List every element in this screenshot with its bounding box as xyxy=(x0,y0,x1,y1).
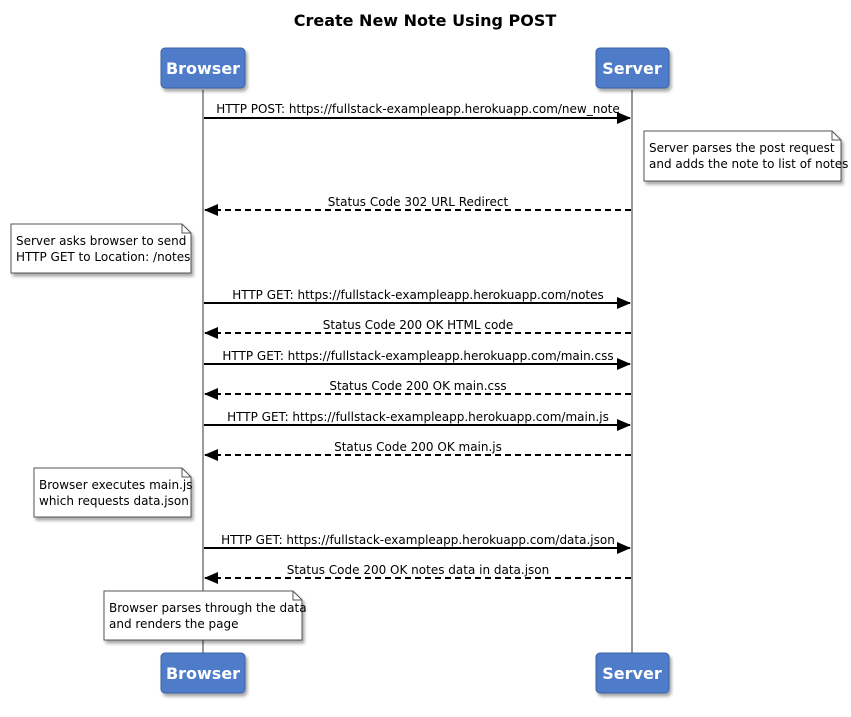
note-1-line-1: Server parses the post request xyxy=(649,141,835,155)
server-actor-top-label: Server xyxy=(602,59,662,78)
server-actor-bottom: Server xyxy=(595,652,670,694)
message-8: Status Code 200 OK main.js xyxy=(204,440,631,461)
note-4-line-1: Browser parses through the data xyxy=(109,601,307,615)
server-actor-top: Server xyxy=(595,47,670,89)
diagram-title: Create New Note Using POST xyxy=(294,11,557,30)
note-3-line-2: which requests data.json xyxy=(39,494,189,508)
browser-actor-top: Browser xyxy=(160,47,246,89)
message-4-label: Status Code 200 OK HTML code xyxy=(323,318,514,332)
note-2-line-1: Server asks browser to send xyxy=(16,234,186,248)
message-5-label: HTTP GET: https://fullstack-exampleapp.h… xyxy=(222,349,613,363)
note-3: Browser executes main.js which requests … xyxy=(33,467,192,518)
note-1: Server parses the post request and adds … xyxy=(643,130,848,182)
message-6-label: Status Code 200 OK main.css xyxy=(329,379,506,393)
message-10: Status Code 200 OK notes data in data.js… xyxy=(204,563,631,584)
note-2: Server asks browser to send HTTP GET to … xyxy=(10,223,192,274)
note-3-line-1: Browser executes main.js xyxy=(39,478,192,492)
message-1: HTTP POST: https://fullstack-exampleapp.… xyxy=(204,102,631,124)
message-10-label: Status Code 200 OK notes data in data.js… xyxy=(287,563,550,577)
message-4: Status Code 200 OK HTML code xyxy=(204,318,631,339)
message-9-label: HTTP GET: https://fullstack-exampleapp.h… xyxy=(221,533,615,547)
message-6: Status Code 200 OK main.css xyxy=(204,379,631,400)
note-1-line-2: and adds the note to list of notes xyxy=(649,157,848,171)
message-3-label: HTTP GET: https://fullstack-exampleapp.h… xyxy=(232,288,604,302)
server-actor-bottom-label: Server xyxy=(602,664,662,683)
message-8-label: Status Code 200 OK main.js xyxy=(334,440,502,454)
message-7: HTTP GET: https://fullstack-exampleapp.h… xyxy=(204,410,631,431)
browser-actor-bottom-label: Browser xyxy=(166,664,240,683)
message-2-label: Status Code 302 URL Redirect xyxy=(328,195,509,209)
message-5: HTTP GET: https://fullstack-exampleapp.h… xyxy=(204,349,631,370)
browser-actor-top-label: Browser xyxy=(166,59,240,78)
message-3: HTTP GET: https://fullstack-exampleapp.h… xyxy=(204,288,631,309)
message-9: HTTP GET: https://fullstack-exampleapp.h… xyxy=(204,533,631,554)
message-7-label: HTTP GET: https://fullstack-exampleapp.h… xyxy=(227,410,609,424)
browser-actor-bottom: Browser xyxy=(160,652,246,694)
note-4: Browser parses through the data and rend… xyxy=(103,590,307,641)
note-4-line-2: and renders the page xyxy=(109,617,239,631)
message-1-label: HTTP POST: https://fullstack-exampleapp.… xyxy=(216,102,620,116)
note-2-line-2: HTTP GET to Location: /notes xyxy=(16,250,190,264)
message-2: Status Code 302 URL Redirect xyxy=(204,195,631,216)
